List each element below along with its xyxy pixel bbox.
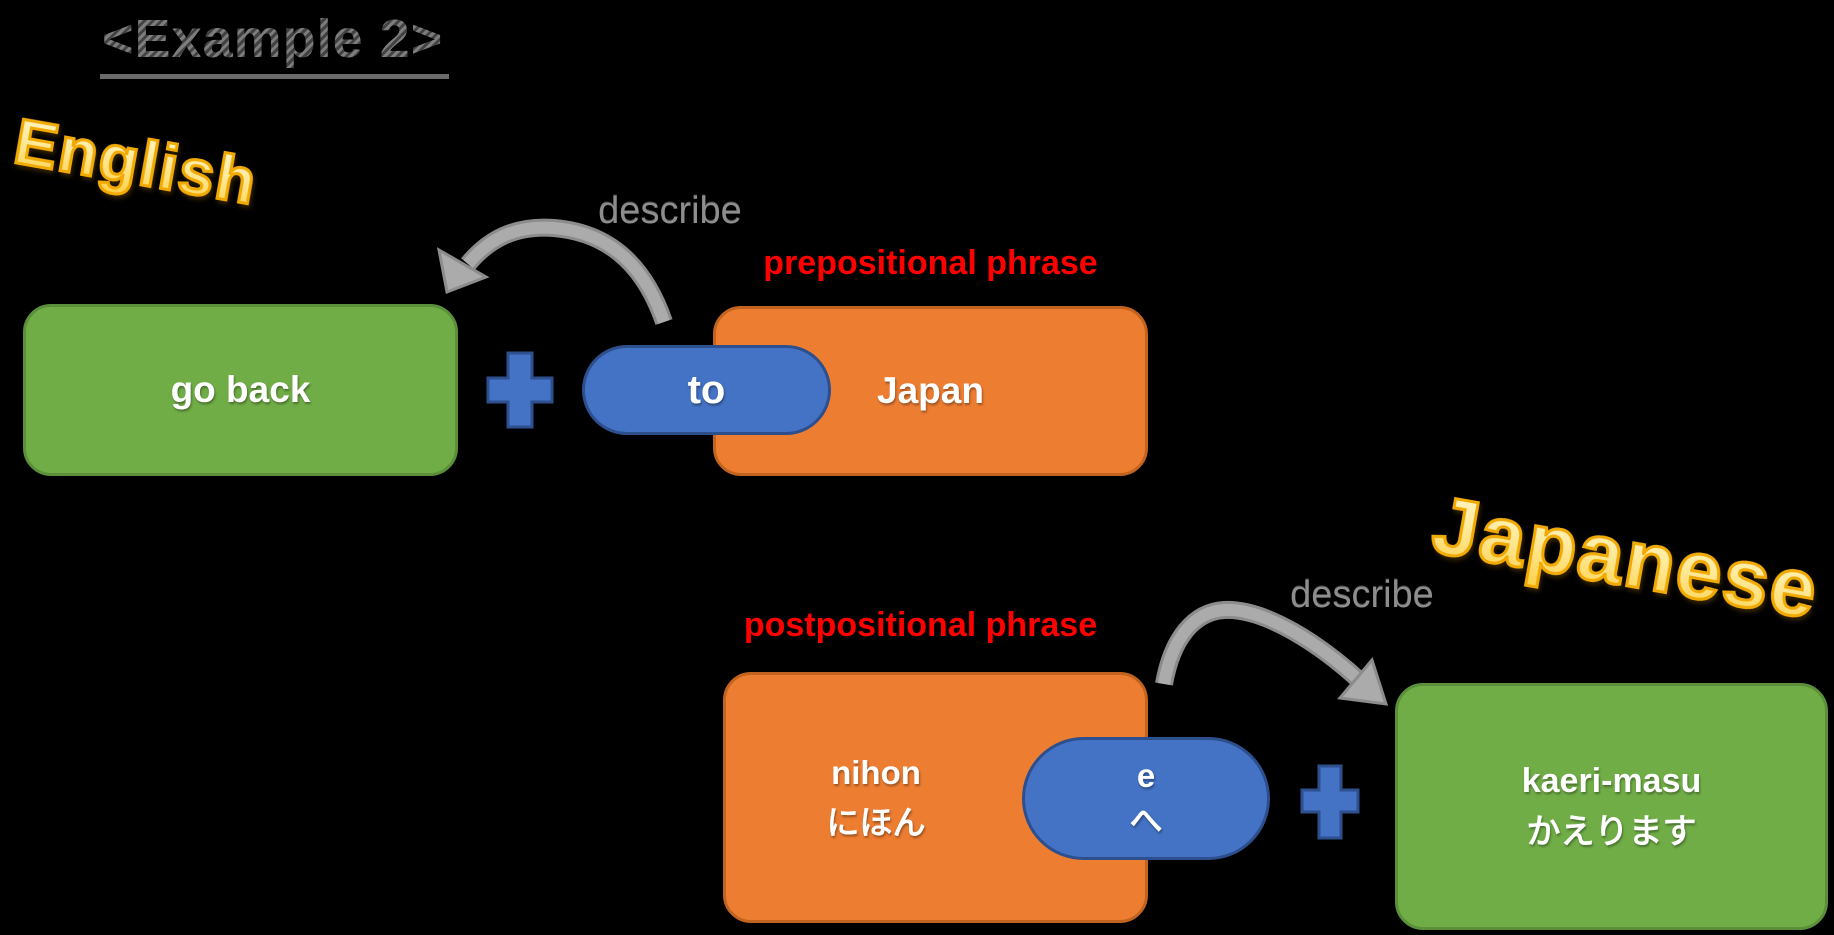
english-preposition-text: to [687,367,726,412]
english-verb-text: go back [170,369,311,410]
describe-label-japanese: describe [1290,574,1434,616]
page-title: <Example 2> [100,8,450,79]
english-preposition-pill: to [582,345,831,435]
english-noun-text: Japan [877,370,984,411]
japanese-particle-text: e へ [1130,754,1163,843]
japanese-heading: Japanese [1425,477,1828,637]
japanese-particle-kana: へ [1129,801,1163,839]
describe-arrow-left-icon [436,218,673,326]
describe-arrow-right-icon [1155,600,1389,706]
prepositional-phrase-label: prepositional phrase [763,244,1098,282]
japanese-noun-romaji: nihon [831,754,921,791]
english-heading: English [8,103,265,219]
japanese-particle-romaji: e [1136,756,1156,794]
japanese-particle-pill: e へ [1022,737,1270,860]
plus-icon [1300,764,1360,840]
japanese-noun-text-holder: nihon にほん [726,675,1026,920]
japanese-verb-kana: かえります [1526,812,1697,851]
japanese-verb-text: kaeri-masu かえります [1522,756,1702,858]
japanese-noun-kana: にほん [826,803,926,841]
japanese-noun-text: nihon にほん [827,748,926,847]
english-verb-box: go back [23,304,458,476]
japanese-verb-romaji: kaeri-masu [1521,761,1702,800]
plus-icon [486,351,554,429]
postpositional-phrase-label: postpositional phrase [743,606,1098,644]
describe-label-english: describe [598,190,742,232]
japanese-verb-box: kaeri-masu かえります [1395,683,1828,930]
